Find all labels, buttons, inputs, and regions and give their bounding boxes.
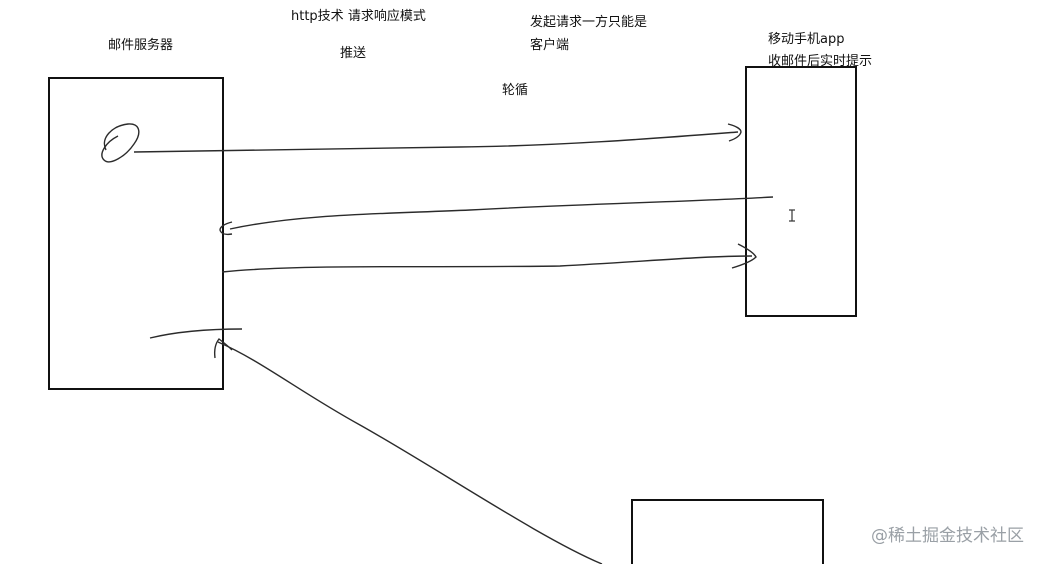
mail-server-label: 邮件服务器 [108, 38, 174, 53]
mail-server-box [48, 77, 224, 390]
client-only-label-line1: 发起请求一方只能是 [530, 15, 648, 30]
client-only-label-line2: 客户端 [530, 38, 570, 53]
bottom-curve-arrow [217, 341, 603, 564]
watermark-text: @稀土掘金技术社区 [871, 526, 1024, 546]
mobile-app-label-line1: 移动手机app [768, 32, 845, 47]
response-arrow-head [731, 243, 757, 269]
bottom-box [631, 499, 824, 564]
text-cursor-icon [789, 209, 795, 222]
push-arrow [133, 131, 739, 153]
request-arrow [229, 196, 774, 230]
mobile-app-label-line2: 收邮件后实时提示 [768, 54, 873, 69]
push-label: 推送 [340, 46, 367, 61]
request-arrow-head [219, 221, 233, 236]
push-arrow-head [727, 123, 742, 142]
scribble-blob [101, 123, 140, 163]
polling-label: 轮循 [502, 83, 529, 98]
http-tech-label: http技术 请求响应模式 [291, 9, 426, 24]
bottom-curve-arrow-head [213, 338, 233, 359]
response-arrow [221, 255, 753, 273]
mobile-app-box [745, 66, 857, 317]
short-stroke [149, 328, 243, 339]
